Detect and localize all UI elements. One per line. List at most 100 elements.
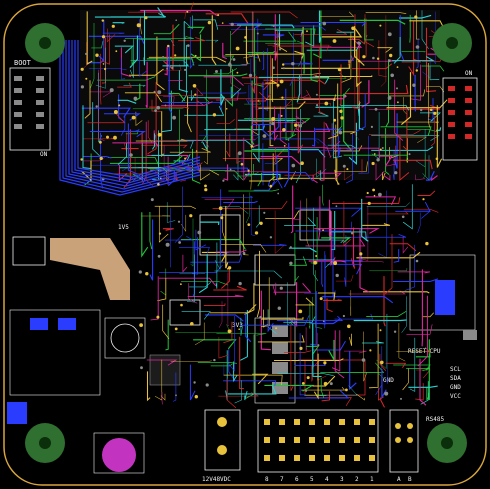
trace [320, 11, 355, 17]
via [164, 104, 167, 107]
on-label-left: ON [40, 151, 48, 158]
trace [159, 264, 223, 273]
trace [317, 332, 327, 381]
via [242, 251, 246, 255]
trace [165, 319, 169, 351]
trace [313, 10, 322, 59]
via [374, 107, 378, 111]
trace [230, 51, 240, 90]
trace [169, 148, 211, 153]
trace [228, 23, 263, 29]
trace [291, 148, 353, 151]
via [282, 63, 285, 66]
via [157, 90, 162, 95]
trace [190, 90, 195, 101]
trace [308, 260, 346, 263]
trace [88, 35, 145, 44]
trace [408, 20, 415, 77]
trace [273, 147, 276, 164]
trace [121, 57, 126, 80]
trace [204, 198, 235, 210]
trace [216, 333, 267, 336]
via [415, 259, 419, 263]
trace [243, 11, 253, 59]
power-pour [50, 238, 130, 300]
trace [109, 155, 183, 164]
trace [316, 158, 327, 178]
trace [82, 157, 105, 162]
trace [380, 397, 385, 408]
trace [401, 58, 422, 63]
trace [379, 353, 387, 371]
via [145, 272, 149, 276]
terminal-pad [309, 437, 315, 443]
via [156, 105, 160, 110]
trace [343, 154, 409, 162]
via [166, 67, 169, 70]
via [400, 397, 402, 400]
terminal-pad [369, 455, 375, 461]
via [85, 77, 88, 80]
terminal-pad [354, 455, 360, 461]
trace [249, 176, 276, 182]
trace [343, 201, 351, 247]
trace [264, 384, 315, 392]
trace [377, 388, 384, 401]
trace [244, 98, 261, 105]
via [218, 206, 223, 211]
trace [366, 310, 407, 317]
trace [262, 34, 285, 38]
trace [313, 112, 329, 117]
via [259, 315, 262, 319]
via [283, 145, 286, 147]
trace [315, 270, 323, 329]
via [184, 68, 187, 71]
trace [260, 156, 301, 165]
trace [100, 53, 102, 105]
via [217, 14, 220, 17]
trace [269, 81, 274, 147]
trace [294, 361, 326, 367]
via [113, 110, 118, 114]
trace [181, 214, 187, 233]
via [222, 179, 225, 182]
trace [378, 155, 394, 167]
via [109, 88, 114, 93]
trace [301, 387, 346, 391]
via [362, 55, 366, 59]
trace [345, 84, 409, 95]
via [298, 124, 302, 128]
trace [261, 317, 304, 320]
trace [161, 101, 213, 106]
via [230, 22, 234, 27]
trace [299, 333, 307, 396]
trace [258, 101, 306, 109]
trace [114, 45, 135, 54]
via [180, 283, 182, 286]
trace [375, 163, 385, 181]
via [335, 205, 338, 208]
via [184, 157, 187, 160]
via [347, 324, 351, 329]
trace [143, 10, 146, 66]
trace [427, 98, 434, 122]
trace [216, 119, 235, 124]
trace [371, 135, 440, 141]
trace [345, 133, 353, 184]
trace [392, 159, 433, 170]
trace [149, 212, 153, 250]
trace [279, 106, 288, 146]
trace [223, 363, 225, 376]
trace [146, 359, 178, 366]
via [279, 286, 283, 290]
via [225, 108, 228, 110]
via [329, 382, 333, 386]
via [401, 215, 405, 219]
trace [230, 11, 298, 19]
trace [222, 42, 227, 60]
trace [211, 15, 217, 66]
trace [210, 363, 233, 367]
trace [201, 195, 254, 198]
terminal-pad [294, 455, 300, 461]
trace [264, 163, 276, 165]
